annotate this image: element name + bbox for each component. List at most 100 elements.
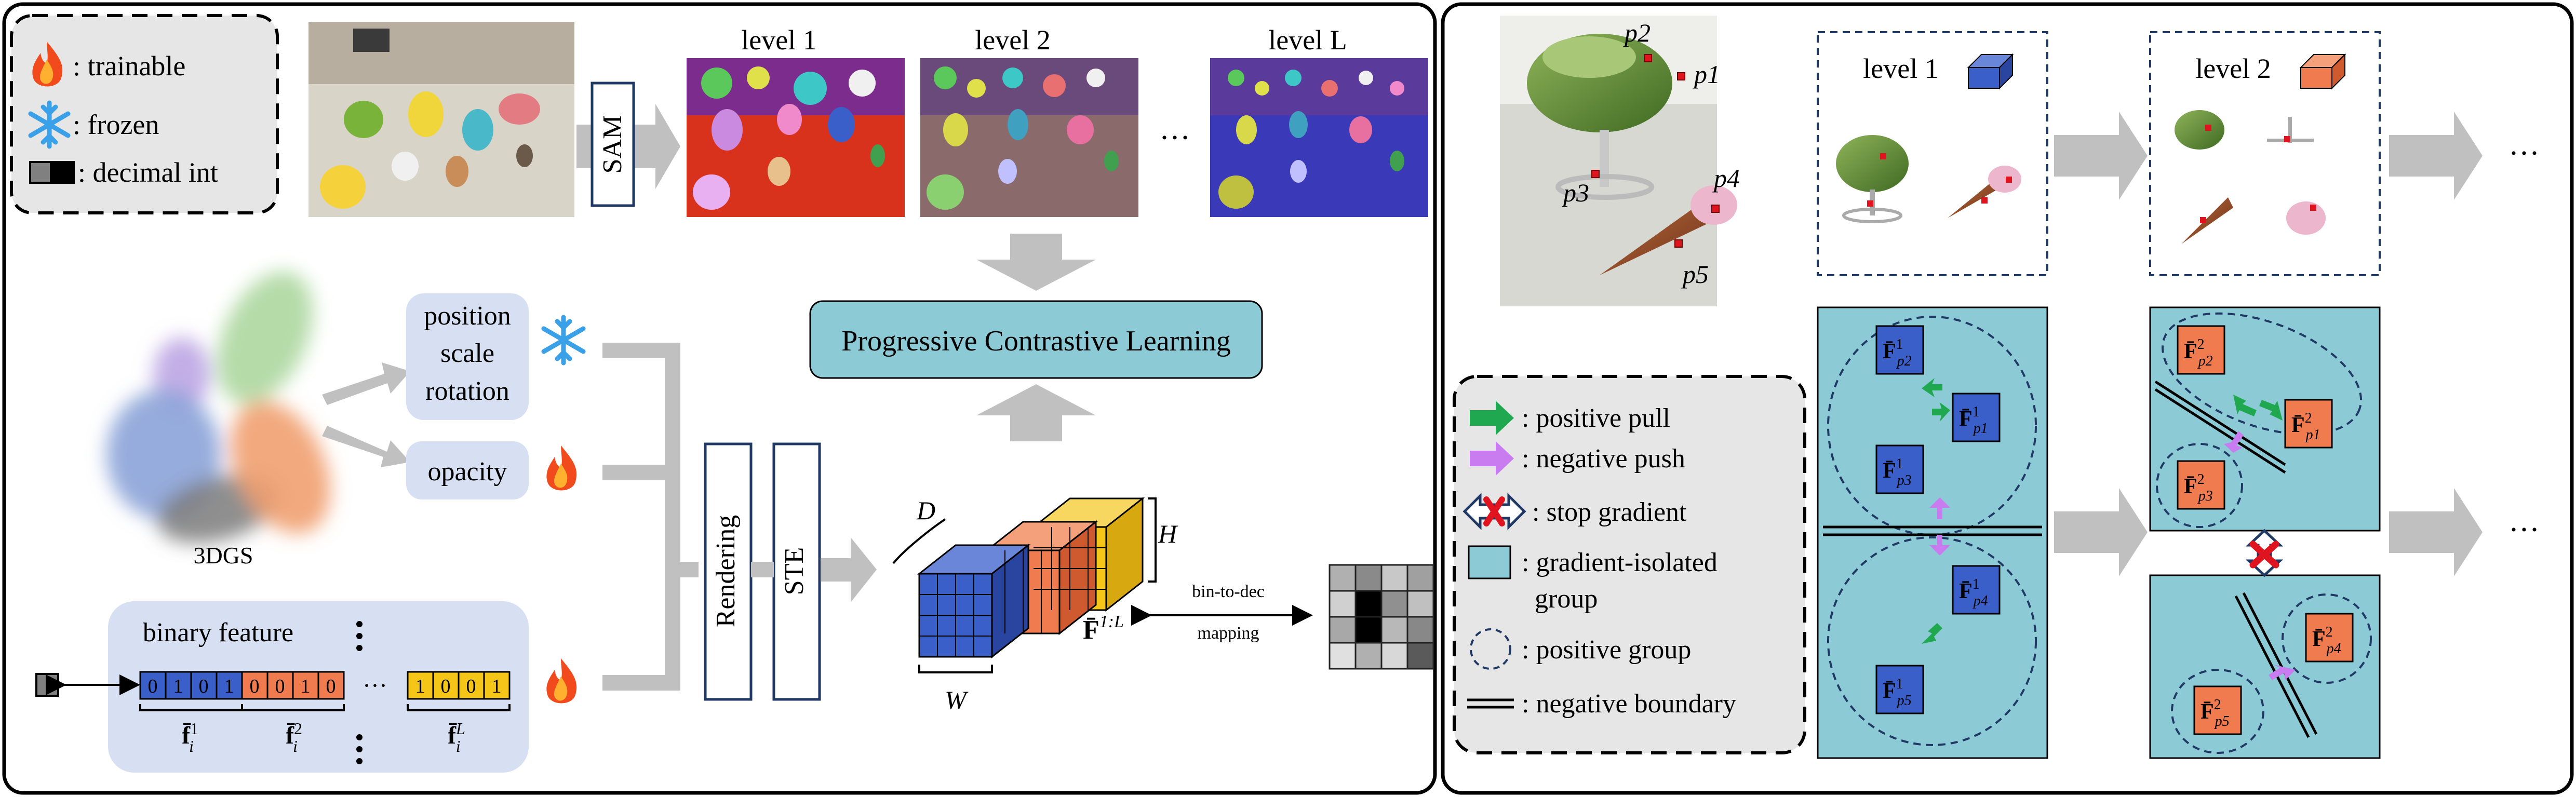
level2-cone [2181, 197, 2233, 244]
rendering-label: Rendering [711, 515, 741, 628]
right-level-2-title: level 2 [2195, 53, 2271, 84]
level1-cone [1948, 166, 2021, 218]
attr-opacity: opacity [427, 457, 507, 487]
ste-label: STE [780, 547, 809, 595]
cube-label-d: D [916, 496, 935, 525]
point-label-p2: p2 [1623, 18, 1651, 47]
feature-tile [2193, 685, 2242, 735]
vertical-dots-top [356, 621, 363, 651]
right-ellipsis-top: ··· [2508, 136, 2540, 170]
bit-value: 0 [275, 676, 285, 697]
fbar-sup: 1:L [1099, 612, 1124, 631]
feature-tile [2284, 399, 2333, 449]
binary-feature-label: binary feature [143, 618, 293, 647]
legend-negative-boundary: : negative boundary [1522, 689, 1736, 719]
positive-group-l2-b [2156, 443, 2243, 528]
negative-boundary-level1 [1823, 525, 2042, 536]
arrow-level2-onward [2389, 112, 2483, 200]
up-arrow-from-cube [976, 384, 1096, 441]
fire-icon [546, 445, 577, 491]
positive-group-bottom [1827, 536, 2037, 746]
legend-negative-push: : negative push [1522, 444, 1685, 474]
bit-value: 1 [492, 676, 502, 697]
bit-value: 1 [224, 676, 234, 697]
mask-image-level-2 [920, 58, 1138, 217]
level2-chair-seat [2175, 110, 2224, 150]
level2-cream [2286, 201, 2326, 235]
bin-to-dec-label-2: mapping [1198, 624, 1259, 643]
mask-image-level-L [1210, 58, 1428, 217]
legend-decimal-int: : decimal int [78, 157, 218, 188]
bits-level-2 [241, 671, 345, 700]
level1-pull-arrows [1922, 378, 1950, 644]
level1-feature-group [1817, 306, 2048, 759]
level-2-title: level 2 [975, 24, 1050, 56]
level2-push-arrows [2224, 431, 2296, 680]
3dgs-label: 3DGS [193, 542, 253, 569]
ste-box [772, 442, 821, 701]
right-level-1-title: level 1 [1863, 53, 1938, 84]
level1-feature-tiles [1875, 325, 2001, 714]
gray-int-square [35, 673, 59, 697]
bit-value: 0 [441, 676, 451, 697]
pcl-box [809, 300, 1263, 379]
stop-gradient-icon [1463, 492, 1526, 531]
feature-tile [1875, 665, 1924, 714]
cube-icon-blue [1967, 53, 2014, 90]
bit-value: 0 [199, 676, 209, 697]
decimal-int-grid [1329, 564, 1434, 670]
legend-stop-gradient: : stop gradient [1532, 497, 1687, 527]
level1-chair [1836, 135, 1909, 223]
level2-feature-tiles [2177, 325, 2354, 735]
left-ellipsis: ··· [1159, 120, 1190, 155]
positive-group-l2-c [2282, 593, 2372, 684]
cube-brace-h [1148, 497, 1157, 583]
fire-icon [546, 658, 577, 704]
feature-tile [1875, 325, 1924, 375]
bit-value: 0 [250, 676, 260, 697]
cube-label-w: W [945, 685, 969, 714]
bit-value: 1 [301, 676, 311, 697]
mask-image-level-1 [687, 58, 905, 217]
cube-grid-lines [919, 527, 1106, 657]
input-photo [308, 22, 574, 217]
feature-tile [1952, 565, 2001, 615]
cube-brace-d [892, 518, 946, 564]
point-label-p3: p3 [1562, 178, 1589, 207]
positive-group-l2-d [2171, 669, 2264, 754]
arrow-level1-to-level2-groups [2054, 488, 2148, 576]
cube-label-h: H [1158, 519, 1178, 548]
point-label-p4: p4 [1712, 164, 1740, 193]
arrow-to-opacity [322, 426, 410, 467]
feature-tile [2177, 325, 2225, 375]
bits-ellipsis: ··· [363, 672, 387, 699]
bin-to-dec-label-1: bin-to-dec [1192, 582, 1265, 601]
3dgs-ellipsoids [106, 272, 330, 543]
negative-boundary-level2-top [2154, 380, 2286, 474]
frozen-attribute-box [406, 293, 529, 420]
level2-feature-group-bottom [2149, 574, 2381, 759]
legend-positive-group: : positive group [1522, 635, 1691, 665]
rendering-to-ste-link [751, 562, 774, 577]
legend-gradient-isolated: : gradient-isolated [1522, 548, 1718, 577]
arrow-level2-groups-onward [2389, 488, 2483, 576]
right-legend: : positive pull : negative push : stop g… [1453, 375, 1806, 754]
level1-push-arrows [1929, 497, 1950, 556]
negative-boundary-swatch [1467, 698, 1514, 709]
level2-chair-base [2267, 117, 2314, 143]
cube-brace-w [918, 665, 993, 673]
legend-trainable: : trainable [73, 50, 185, 82]
ste-to-cube-arrow [821, 537, 877, 602]
down-arrow-to-pcl [976, 234, 1096, 291]
bit-value: 0 [148, 676, 158, 697]
arrow-to-position [322, 362, 410, 405]
vertical-dots-bottom [356, 734, 363, 764]
level-L-title: level L [1268, 24, 1347, 56]
level-1-title: level 1 [741, 24, 816, 56]
stop-gradient-icon [2245, 529, 2284, 577]
feature-tile [2177, 460, 2225, 510]
legend-positive-pull: : positive pull [1522, 403, 1670, 433]
